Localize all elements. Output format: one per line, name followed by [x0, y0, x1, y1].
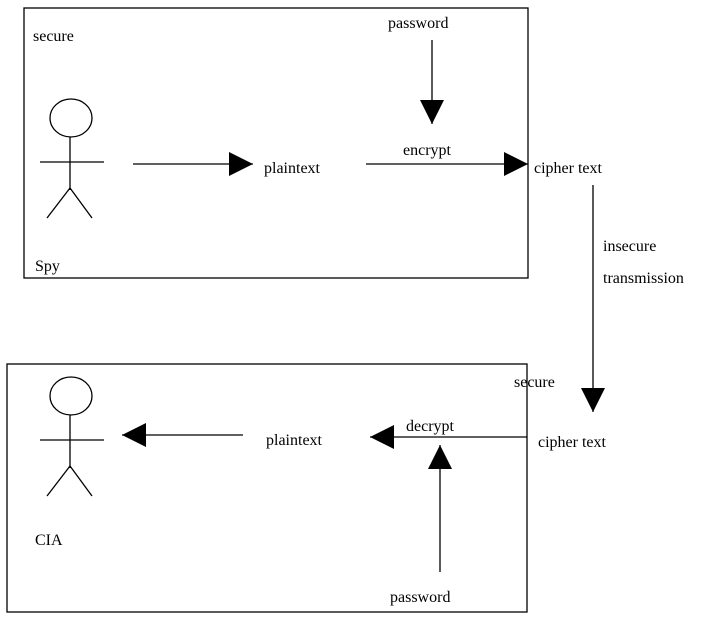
cipher-text-label-bottom: cipher text [538, 434, 606, 451]
insecure-label: insecure [603, 238, 657, 255]
secure-label-bottom: secure [514, 374, 555, 391]
transmission-label: transmission [603, 270, 684, 287]
password-label-top: password [388, 15, 449, 32]
secure-zone-box-spy [23, 7, 529, 279]
secure-label-top: secure [33, 28, 74, 45]
cia-stick-figure-icon [40, 376, 104, 497]
spy-stick-figure-icon [40, 98, 104, 219]
plaintext-label-bottom: plaintext [266, 432, 322, 449]
cipher-text-label-top: cipher text [534, 160, 602, 177]
plaintext-label-top: plaintext [264, 160, 320, 177]
decrypt-label: decrypt [406, 418, 454, 435]
spy-label: Spy [35, 258, 60, 275]
secure-zone-box-cia [6, 363, 528, 613]
encrypt-label: encrypt [403, 142, 451, 159]
cia-label: CIA [35, 532, 63, 549]
password-label-bottom: password [390, 589, 451, 606]
